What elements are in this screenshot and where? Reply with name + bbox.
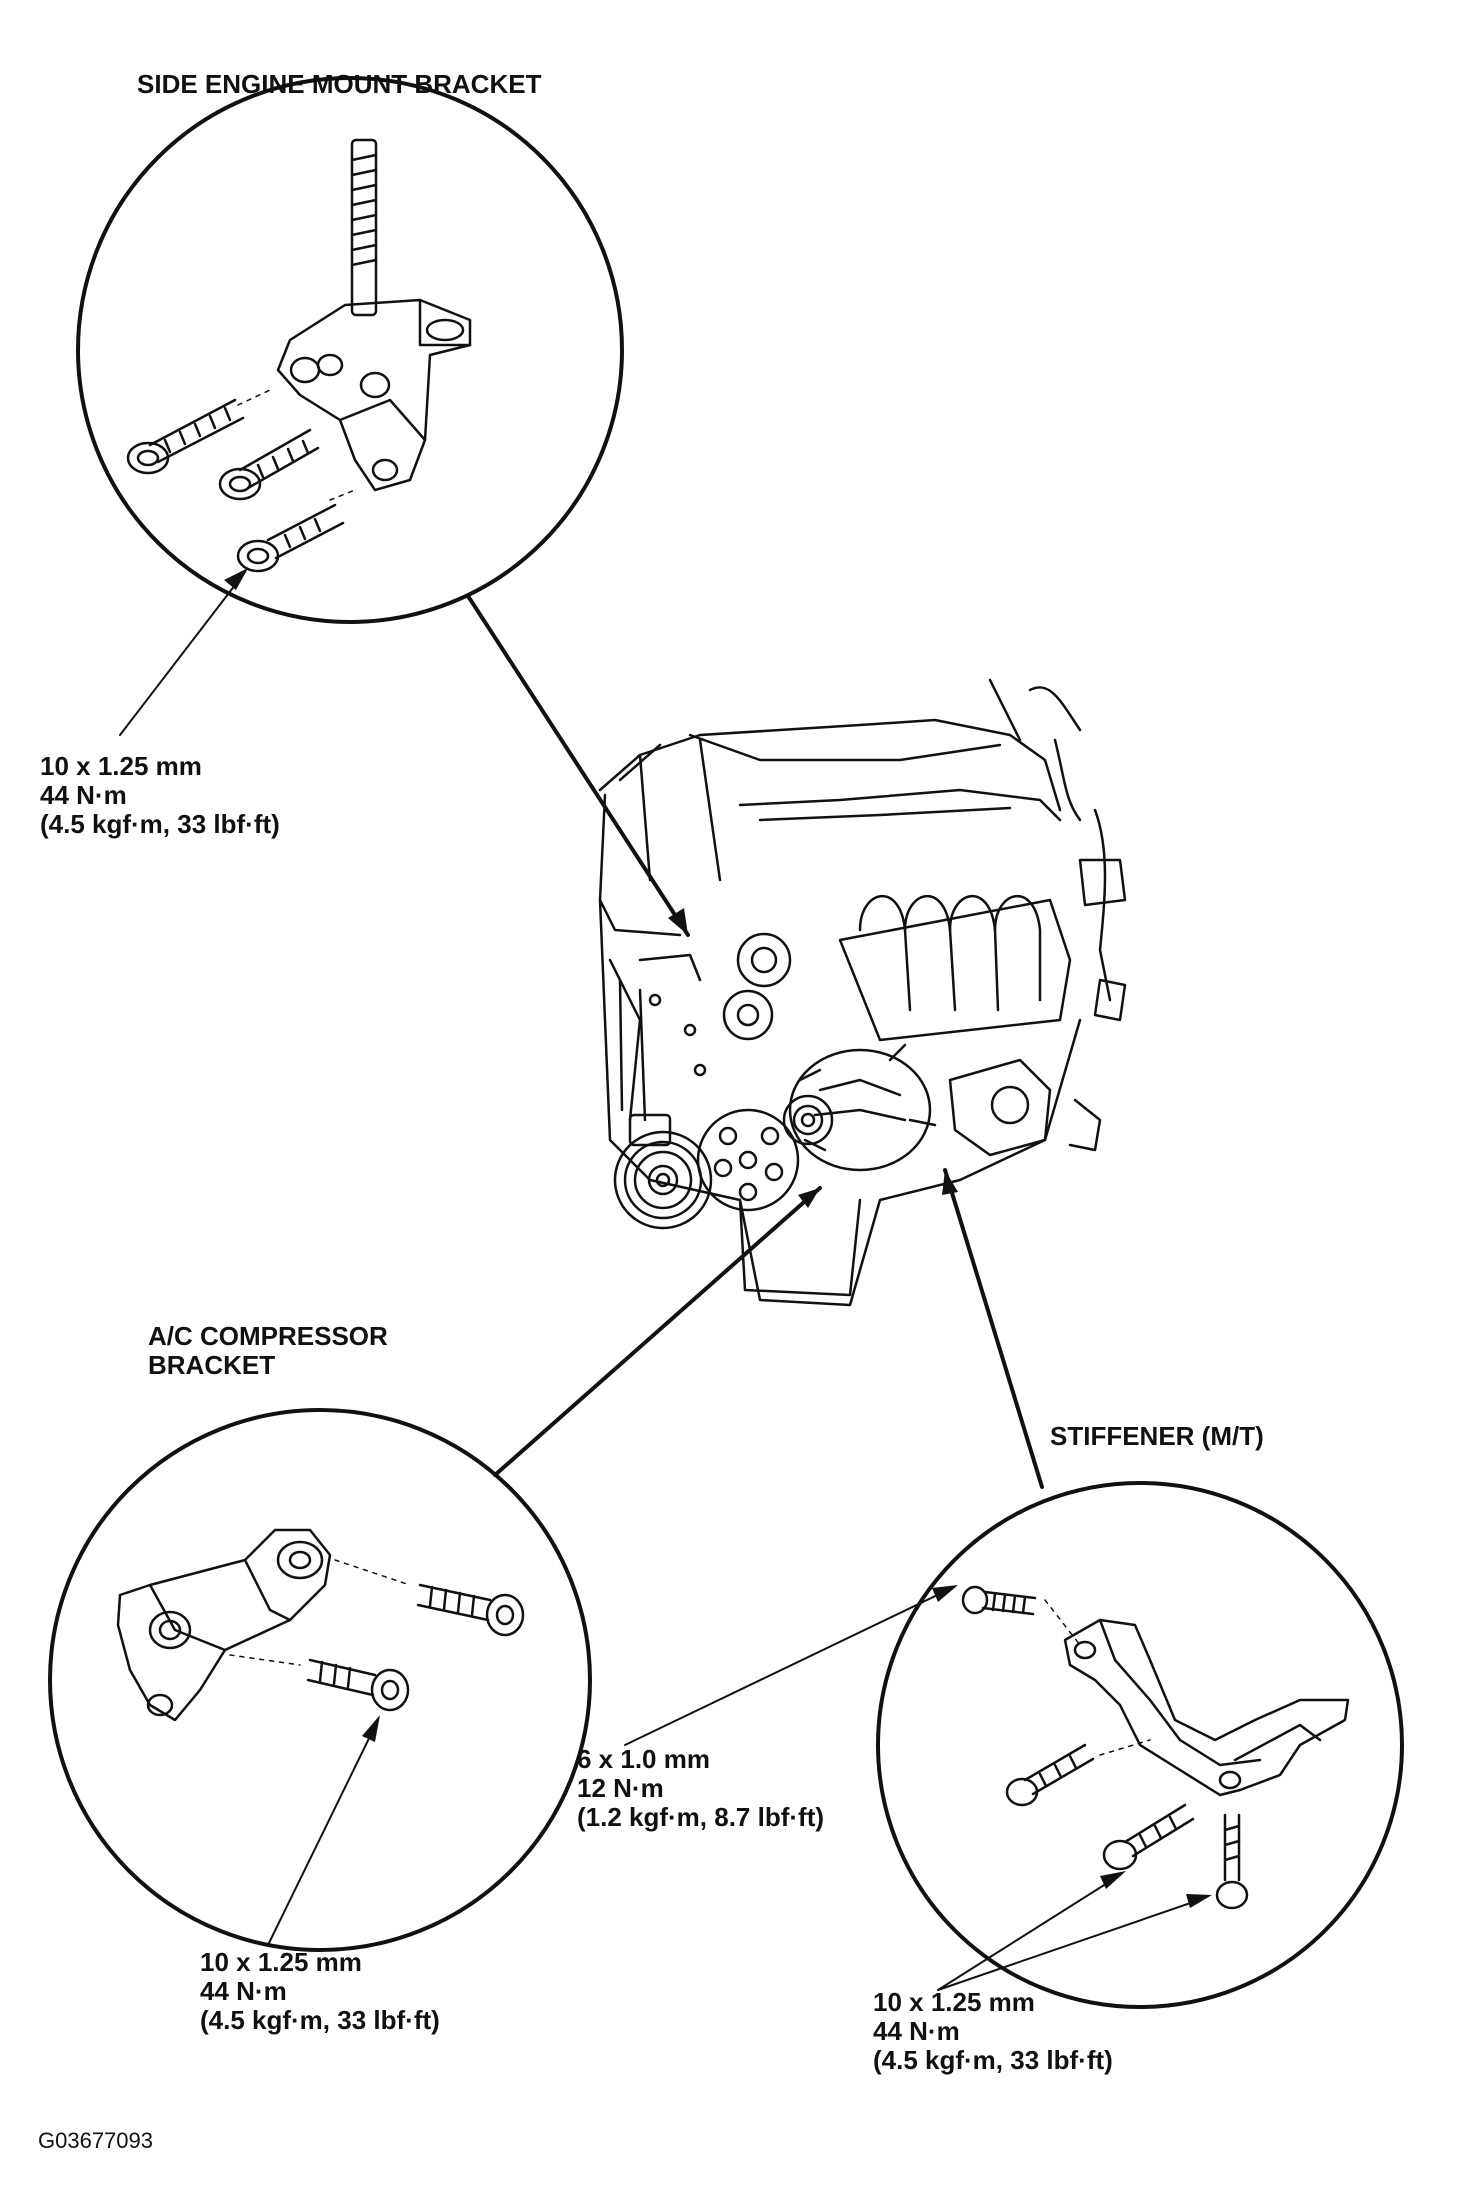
side-mount-detail-circle [76, 76, 624, 624]
spec-torque-nm: 44 N·m [873, 2016, 960, 2046]
arrow-ac-bracket-bolt [267, 1715, 380, 1946]
arrow-stiffener-large-bolts [937, 1871, 1212, 1991]
ac-bracket-drawing [116, 1528, 525, 1722]
arrow-stiffener-small-bolt [624, 1585, 958, 1746]
leader-side-mount [466, 594, 690, 937]
spec-torque-alt: (4.5 kgf·m, 33 lbf·ft) [873, 2045, 1113, 2075]
ac-bracket-bolt-spec: 10 x 1.25 mm 44 N·m (4.5 kgf·m, 33 lbf·f… [200, 1948, 440, 2035]
spec-size: 10 x 1.25 mm [40, 751, 202, 781]
arrow-side-mount-bolt [119, 568, 248, 736]
side-mount-bracket-drawing [126, 138, 472, 573]
figure-id: G03677093 [38, 2128, 153, 2153]
stiffener-large-bolts-spec: 10 x 1.25 mm 44 N·m (4.5 kgf·m, 33 lbf·f… [873, 1988, 1113, 2075]
stiffener-title: STIFFENER (M/T) [1050, 1421, 1264, 1451]
leader-stiffener [942, 1168, 1044, 1489]
spec-torque-nm: 44 N·m [40, 780, 127, 810]
spec-torque-nm: 12 N·m [577, 1773, 664, 1803]
spec-size: 6 x 1.0 mm [577, 1744, 710, 1774]
stiffener-drawing [961, 1585, 1350, 1910]
side-mount-title: SIDE ENGINE MOUNT BRACKET [137, 69, 542, 99]
engine-drawing [598, 678, 1127, 1307]
spec-torque-alt: (4.5 kgf·m, 33 lbf·ft) [200, 2005, 440, 2035]
side-mount-bolt-spec: 10 x 1.25 mm 44 N·m (4.5 kgf·m, 33 lbf·f… [40, 752, 280, 839]
stiffener-detail-circle [876, 1481, 1404, 2009]
spec-torque-alt: (4.5 kgf·m, 33 lbf·ft) [40, 809, 280, 839]
ac-bracket-title: A/C COMPRESSOR BRACKET [148, 1321, 388, 1380]
spec-torque-alt: (1.2 kgf·m, 8.7 lbf·ft) [577, 1802, 825, 1832]
stiffener-small-bolt-spec: 6 x 1.0 mm 12 N·m (1.2 kgf·m, 8.7 lbf·ft… [577, 1745, 824, 1832]
spec-size: 10 x 1.25 mm [873, 1987, 1035, 2017]
spec-torque-nm: 44 N·m [200, 1976, 287, 2006]
spec-size: 10 x 1.25 mm [200, 1947, 362, 1977]
ac-bracket-detail-circle [48, 1408, 592, 1952]
leader-ac-bracket [493, 1186, 822, 1477]
